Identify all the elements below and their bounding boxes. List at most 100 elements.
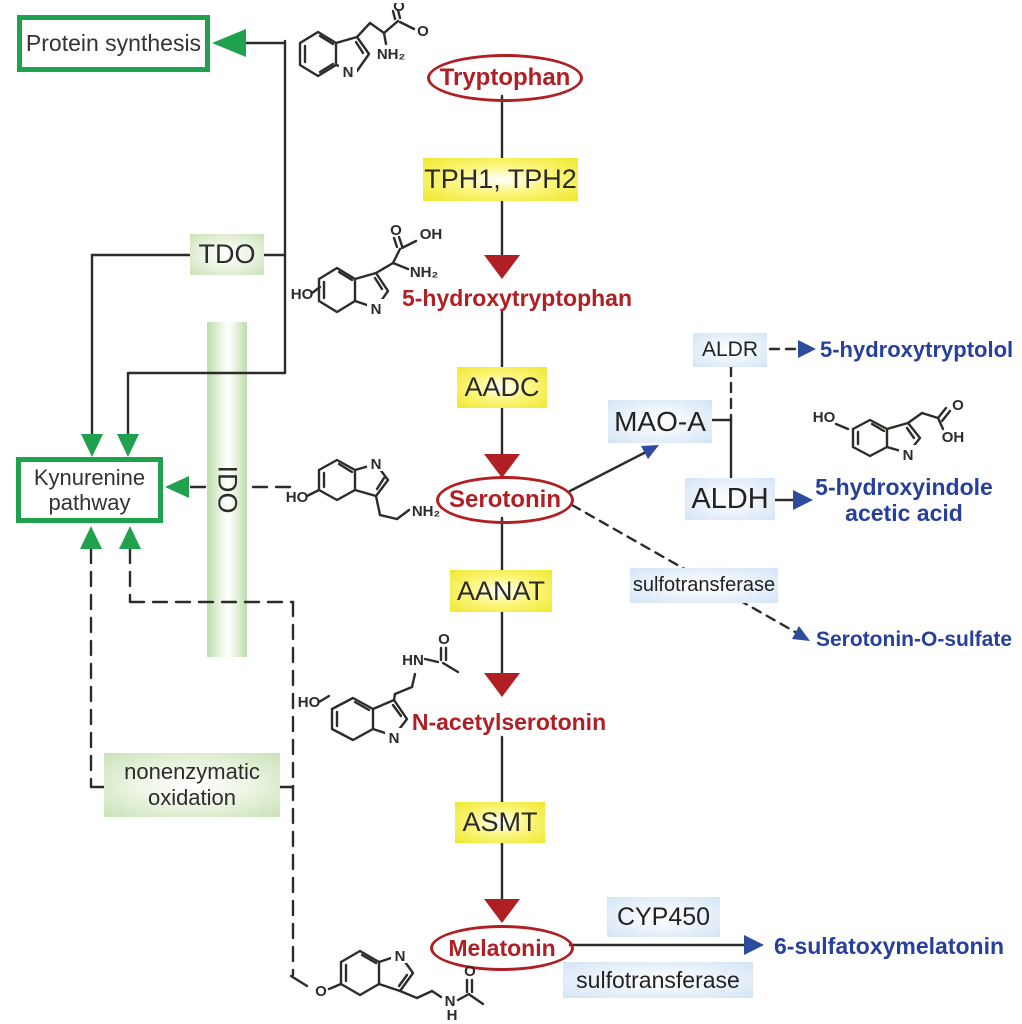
kynurenine-label-line2: pathway bbox=[48, 490, 131, 515]
hydroxytryptophan-text: 5-hydroxytryptophan bbox=[401, 284, 633, 311]
arrow-to-sulfatoxymelatonin bbox=[744, 935, 764, 955]
arrow-to-hiaa bbox=[793, 490, 813, 510]
ho-atom: HO bbox=[298, 694, 321, 711]
n-atom: N bbox=[371, 456, 382, 473]
hiaa-structure: HO N O OH bbox=[813, 398, 965, 464]
n-atom: N bbox=[371, 301, 382, 318]
aanat-label: AANAT bbox=[456, 575, 545, 606]
kynurenine-label-line1: Kynurenine bbox=[33, 464, 146, 490]
arrow-to-protein-synthesis bbox=[212, 29, 246, 57]
sulfotransferase-serotonin-label: sulfotransferase bbox=[632, 574, 776, 596]
melatonin-node: Melatonin bbox=[430, 925, 574, 971]
tdo-box: TDO bbox=[190, 234, 264, 275]
nonenzymatic-label-line2: oxidation bbox=[147, 785, 237, 810]
green-dashed-arrowheads bbox=[80, 476, 189, 549]
serotonin-structure: HO N NH₂ bbox=[286, 454, 440, 521]
serotonin-node: Serotonin bbox=[436, 476, 574, 524]
maoa-label: MAO-A bbox=[614, 405, 706, 437]
protein-synthesis-box: Protein synthesis bbox=[17, 15, 210, 72]
nh2-atom: NH₂ bbox=[377, 46, 405, 63]
arrow-to-serotonin bbox=[484, 454, 520, 478]
hn-atom: HN bbox=[402, 652, 424, 669]
serotonin-label: Serotonin bbox=[449, 486, 561, 513]
asmt-label: ASMT bbox=[462, 807, 538, 837]
nh2-atom: NH₂ bbox=[410, 264, 438, 281]
hiaa-label: 5-hydroxyindole acetic acid bbox=[808, 474, 1000, 526]
o-atom: O bbox=[393, 3, 405, 15]
sulfatoxymelatonin-text: 6-sulfatoxymelatonin bbox=[774, 933, 1005, 959]
aldr-enzyme-box: ALDR bbox=[693, 333, 767, 367]
aadc-enzyme-box: AADC bbox=[457, 367, 547, 408]
sulfotransferase-melatonin-box: sulfotransferase bbox=[563, 962, 753, 998]
arrow-to-serotonin-o-sulfate bbox=[792, 626, 810, 641]
o-atom: O bbox=[390, 225, 402, 239]
aadc-label: AADC bbox=[464, 372, 540, 402]
oh-atom: OH bbox=[420, 226, 443, 243]
sulfatoxymelatonin-label: 6-sulfatoxymelatonin bbox=[774, 933, 1004, 960]
hiaa-text-line1: 5-hydroxyindole bbox=[815, 473, 993, 500]
arrow-serotonin-to-maoa bbox=[641, 445, 659, 459]
o-atom: O bbox=[315, 983, 327, 1000]
tph-enzyme-box: TPH1, TPH2 bbox=[423, 158, 578, 201]
aanat-enzyme-box: AANAT bbox=[450, 570, 552, 612]
n-acetylserotonin-label: N-acetylserotonin bbox=[384, 708, 634, 736]
blue-solid-lines bbox=[568, 418, 798, 947]
melatonin-label: Melatonin bbox=[448, 934, 556, 961]
aldh-label: ALDH bbox=[691, 482, 769, 515]
ho-atom: HO bbox=[291, 286, 314, 303]
melatonin-structure: O N N H O bbox=[289, 946, 485, 1024]
arrow-to-5htp bbox=[484, 255, 520, 279]
hydroxytryptolol-label: 5-hydroxytryptolol bbox=[820, 337, 1013, 363]
aldh-enzyme-box: ALDH bbox=[685, 478, 775, 520]
tryptophan-label: Tryptophan bbox=[439, 64, 571, 91]
blue-arrowheads bbox=[641, 340, 816, 955]
nonenzymatic-oxidation-box: nonenzymatic oxidation bbox=[104, 753, 280, 817]
sulfotransferase-serotonin-box: sulfotransferase bbox=[630, 568, 778, 603]
maoa-enzyme-box: MAO-A bbox=[608, 400, 712, 443]
n-acetylserotonin-structure: HO N HN O bbox=[298, 632, 460, 747]
n-atom: N bbox=[343, 64, 354, 81]
arrow-melatonin-to-kynurenine bbox=[119, 526, 141, 549]
hydroxytryptophan-structure: HO N NH₂ O OH bbox=[291, 225, 443, 318]
arrow-oxidation-to-kynurenine bbox=[80, 526, 102, 549]
n-atom: N bbox=[395, 948, 406, 965]
aldr-label: ALDR bbox=[701, 338, 759, 361]
hydroxytryptophan-label: 5-hydroxytryptophan bbox=[392, 284, 642, 312]
tdo-label: TDO bbox=[198, 239, 256, 269]
tph-label: TPH1, TPH2 bbox=[424, 164, 577, 194]
arrow-to-melatonin bbox=[484, 899, 520, 923]
asmt-enzyme-box: ASMT bbox=[455, 802, 545, 843]
green-dashed-lines bbox=[89, 485, 295, 977]
n-atom: N bbox=[903, 447, 914, 464]
cyp450-enzyme-box: CYP450 bbox=[607, 897, 720, 937]
o-atom: O bbox=[952, 398, 964, 414]
o-atom: O bbox=[417, 23, 429, 40]
serotonin-o-sulfate-label: Serotonin-O-sulfate bbox=[816, 628, 1012, 652]
arrow-tdo-to-kynurenine bbox=[81, 434, 103, 457]
n-atom: N bbox=[445, 993, 456, 1010]
sulfotransferase-melatonin-label: sulfotransferase bbox=[576, 966, 740, 993]
arrow-to-n-acetylserotonin bbox=[484, 673, 520, 697]
serotonin-o-sulfate-text: Serotonin-O-sulfate bbox=[816, 628, 1013, 651]
protein-synthesis-label: Protein synthesis bbox=[25, 30, 202, 56]
tryptophan-structure: N NH₂ O O bbox=[298, 3, 429, 81]
ho-atom: HO bbox=[286, 489, 309, 506]
arrow-ido-to-kynurenine bbox=[165, 476, 189, 498]
green-solid-lines bbox=[90, 39, 287, 438]
n-acetylserotonin-text: N-acetylserotonin bbox=[411, 708, 607, 735]
o-atom: O bbox=[438, 632, 450, 648]
arrow-to-hydroxytryptolol bbox=[798, 340, 816, 358]
red-arrowheads bbox=[484, 255, 520, 923]
n-atom: N bbox=[389, 730, 400, 747]
cyp450-label: CYP450 bbox=[616, 902, 711, 931]
hydroxytryptolol-text: 5-hydroxytryptolol bbox=[820, 337, 1014, 362]
o-atom: O bbox=[464, 963, 476, 980]
ho-atom: HO bbox=[813, 409, 836, 426]
nonenzymatic-label-line1: nonenzymatic bbox=[124, 758, 260, 784]
kynurenine-pathway-box: Kynurenine pathway bbox=[16, 457, 163, 523]
arrow-tryptophan-to-kynurenine bbox=[117, 434, 139, 457]
oh-atom: OH bbox=[942, 429, 965, 446]
nh2-atom: NH₂ bbox=[412, 503, 440, 520]
